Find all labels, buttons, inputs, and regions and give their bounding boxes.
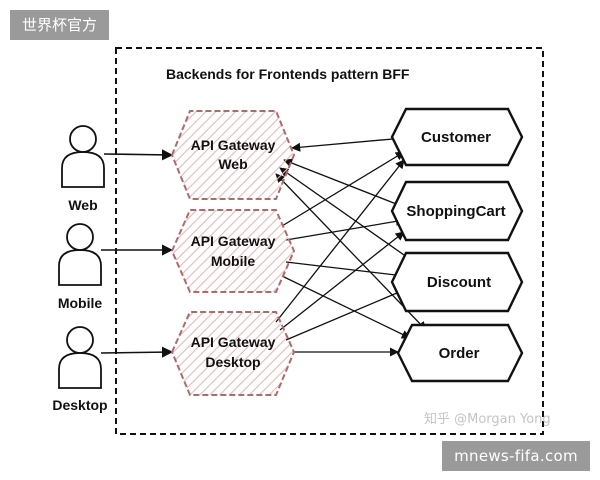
link-mobile-shoppingcart (285, 216, 405, 241)
link-mobile-customer (281, 151, 405, 227)
watermark: 知乎 @Morgan Yong (424, 411, 551, 427)
site-badge-top: 世界杯官方 (10, 10, 109, 40)
service-customer: Customer (390, 107, 524, 167)
link-desktop-shoppingcart (279, 231, 405, 331)
gateway-mobile: API Gateway Mobile (170, 209, 296, 293)
gateway-desktop: API Gateway Desktop (170, 311, 296, 396)
gateway-web-line2: Web (218, 156, 247, 172)
service-order: Order (396, 323, 524, 383)
gateway-mobile-line2: Mobile (211, 253, 256, 269)
link-mobile-order (281, 275, 411, 339)
person-icon-web (61, 125, 105, 188)
service-discount-label: Discount (427, 274, 491, 291)
service-discount: Discount (390, 251, 524, 313)
site-badge-bottom: mnews-fifa.com (442, 441, 590, 471)
link-desktop-discount (285, 289, 405, 341)
client-label-desktop: Desktop (52, 397, 107, 413)
gateway-service-links (275, 134, 427, 357)
person-icon-desktop (58, 326, 102, 389)
link-web-order (275, 173, 427, 331)
link-web-customer (291, 134, 405, 152)
gateway-web-line1: API Gateway (191, 137, 276, 153)
gateway-web: API Gateway Web (170, 110, 296, 200)
person-icon-mobile (58, 223, 102, 286)
client-label-web: Web (68, 197, 97, 213)
service-shoppingcart-label: ShoppingCart (406, 203, 505, 220)
service-customer-label: Customer (421, 129, 491, 146)
link-desktop-customer (275, 159, 405, 323)
gateway-desktop-line2: Desktop (205, 354, 260, 370)
arrow-desktop-to-gateway (100, 346, 174, 358)
client-label-mobile: Mobile (58, 295, 103, 311)
arrow-web-to-gateway (103, 149, 174, 161)
gateway-mobile-line1: API Gateway (191, 233, 276, 249)
service-shoppingcart: ShoppingCart (390, 180, 524, 242)
boundary-box (115, 47, 544, 435)
diagram-title: Backends for Frontends pattern BFF (166, 66, 410, 82)
link-mobile-discount (285, 261, 405, 280)
service-order-label: Order (439, 345, 480, 362)
gateway-desktop-line1: API Gateway (191, 334, 276, 350)
